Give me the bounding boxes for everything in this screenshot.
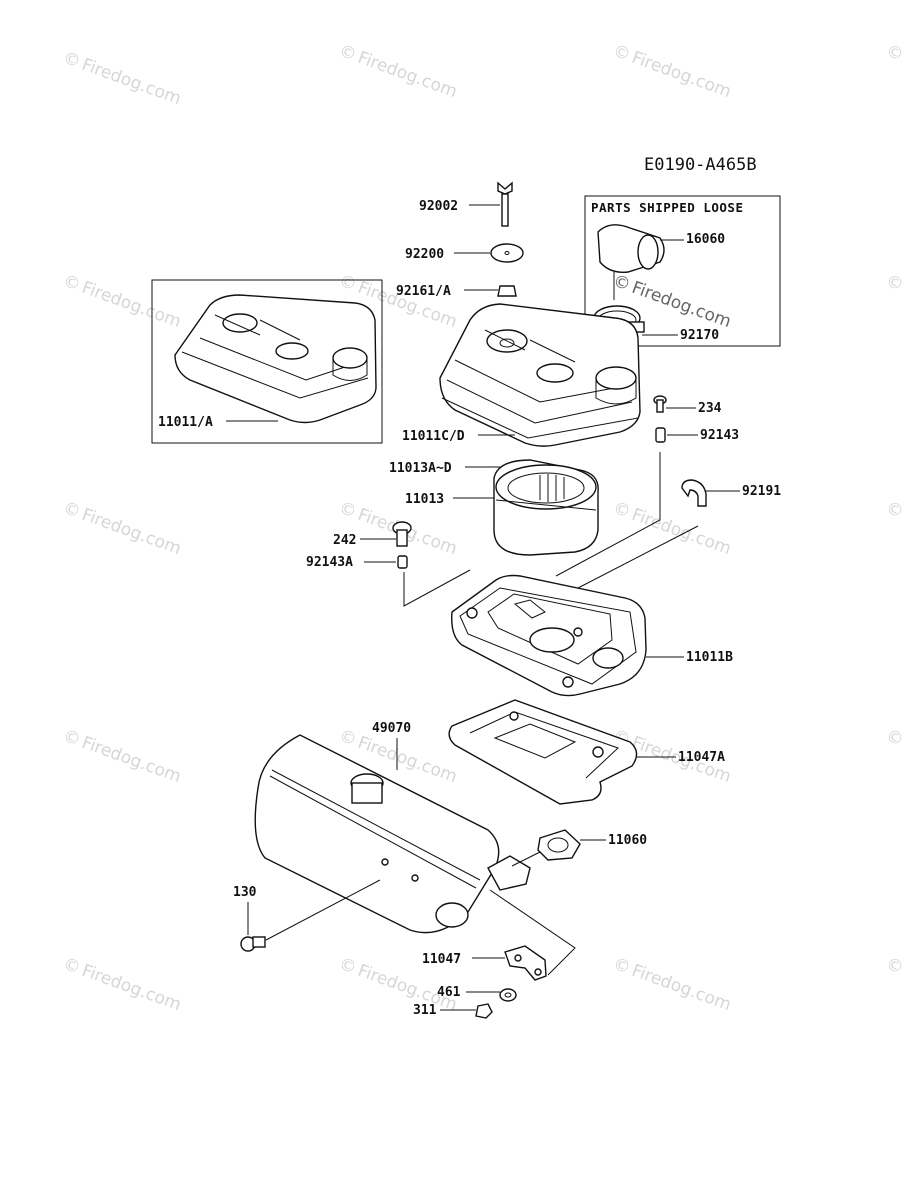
leader-11060-assembly [511,851,541,867]
washer-461-drawing [499,988,517,1002]
label-92143a: 92143A [306,555,353,570]
watermark: Firedog.com [79,55,184,109]
label-11011b: 11011B [686,650,733,665]
watermark-symbol: © [60,954,83,979]
leader-11047-assembly [489,889,576,976]
watermark-symbol: © [883,41,906,66]
watermark: Firedog.com [355,48,460,102]
washer-92200-drawing [490,243,524,263]
nut-311-drawing [475,1003,493,1019]
hose-92191-drawing [681,479,707,507]
cover-11011a-drawing [174,294,377,424]
watermark-symbol: © [610,954,633,979]
collar-92143a-drawing [397,555,408,569]
label-92161a: 92161/A [396,284,451,299]
gasket-11060-drawing [537,829,581,861]
shield-11047a-drawing [448,699,638,805]
inset-box-11011a [151,279,383,444]
label-92143: 92143 [700,428,739,443]
watermark: Firedog.com [79,278,184,332]
watermark: Firedog.com [629,961,734,1015]
watermark-symbol: © [60,498,83,523]
label-11011cd: 11011C/D [402,429,465,444]
muffler-49070-drawing [254,734,531,934]
watermark: Firedog.com [629,505,734,559]
watermark-symbol: © [610,41,633,66]
bolt-242-drawing [392,521,412,547]
watermark-symbol: © [336,726,359,751]
label-11013ad: 11013A~D [389,461,452,476]
label-11047a: 11047A [678,750,725,765]
label-92191: 92191 [742,484,781,499]
collar-92143-drawing [655,427,666,443]
watermark-symbol: © [60,726,83,751]
label-130: 130 [233,885,257,900]
screw-234-drawing [653,395,667,413]
washer-461-hole [504,992,512,998]
label-92170: 92170 [680,328,719,343]
parts-shipped-loose-box [584,195,781,347]
wing-bolt-92002-drawing [497,181,513,227]
label-11011a: 11011/A [158,415,213,430]
watermark-symbol: © [883,498,906,523]
label-11047: 11047 [422,952,461,967]
label-311: 311 [413,1003,437,1018]
label-11013: 11013 [405,492,444,507]
cover-11011cd-drawing [439,303,641,447]
base-11011b-drawing [451,574,647,697]
watermark: Firedog.com [629,48,734,102]
washer-92200-hole [504,251,510,255]
leader-92143a-assembly [403,569,471,607]
watermark: Firedog.com [629,278,734,332]
filter-11013-drawing [493,459,599,556]
label-49070: 49070 [372,721,411,736]
label-11060: 11060 [608,833,647,848]
label-234: 234 [698,401,722,416]
parts-shipped-loose-title: PARTS SHIPPED LOOSE [591,200,744,215]
watermark: Firedog.com [79,505,184,559]
watermark-symbol: © [60,271,83,296]
watermark-symbol: © [336,498,359,523]
watermark-symbol: © [610,498,633,523]
leader-130-assembly [265,879,381,941]
bolt-130-drawing [240,936,266,952]
watermark-symbol: © [336,954,359,979]
label-461: 461 [437,985,461,1000]
label-16060: 16060 [686,232,725,247]
watermark-symbol: © [883,726,906,751]
label-92002: 92002 [419,199,458,214]
leader-92191-assembly [577,525,699,589]
elbow-16060-drawing [597,224,665,273]
diagram-code: E0190-A465B [644,155,757,175]
label-242: 242 [333,533,356,548]
watermark-symbol: © [883,271,906,296]
grommet-92161a-drawing [497,285,517,297]
watermark: Firedog.com [79,961,184,1015]
watermark-symbol: © [336,271,359,296]
bracket-11047-drawing [504,945,547,981]
leader-92143-assembly [555,452,661,577]
watermark-symbol: © [60,48,83,73]
watermark-symbol: © [610,271,633,296]
label-92200: 92200 [405,247,444,262]
watermark-symbol: © [883,954,906,979]
watermark-symbol: © [336,41,359,66]
watermark: Firedog.com [79,733,184,787]
